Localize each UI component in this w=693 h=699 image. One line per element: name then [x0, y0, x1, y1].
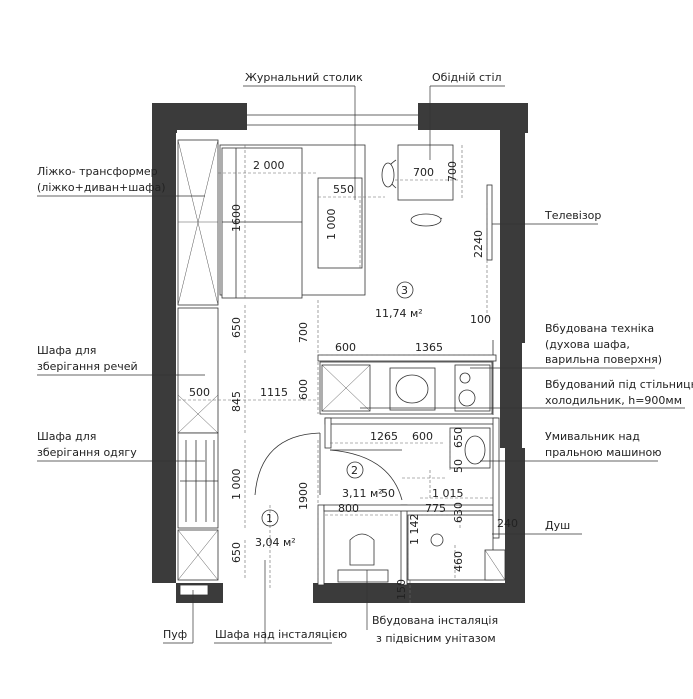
label-appliances-line2: (духова шафа,	[545, 338, 630, 351]
tv	[486, 184, 493, 261]
dim-600a: 600	[335, 341, 356, 354]
label-shower: Душ	[545, 519, 570, 532]
storage-wardrobe	[177, 307, 219, 434]
label-wc-line1: Вбудована інсталяція	[372, 614, 498, 627]
dim-50a: 50	[452, 459, 465, 473]
label-install-cabinet: Шафа над інсталяцією	[215, 628, 347, 641]
wall-right-mid	[500, 343, 522, 448]
partition-bath-top	[324, 417, 498, 425]
dim-700a: 700	[413, 166, 434, 179]
dim-700c: 700	[297, 322, 310, 343]
partition-bath-left2	[317, 504, 325, 586]
label-bed-line1: Ліжко- трансформер	[37, 165, 158, 178]
dim-700b: 700	[446, 161, 459, 182]
rooms: 3 11,74 м² 2 3,11 м² 1 3,04 м²	[255, 281, 423, 549]
wall-bottom-mid	[313, 583, 405, 603]
label-wardrobe2-line1: Шафа для	[37, 430, 96, 443]
dim-650a: 650	[230, 317, 243, 338]
dim-1600: 1600	[230, 204, 243, 232]
wall-right-lower	[505, 448, 525, 588]
dim-1900: 1900	[297, 482, 310, 510]
room-1-area: 3,04 м²	[255, 536, 296, 549]
label-wardrobe2-line2: зберігання одягу	[37, 446, 137, 459]
dim-775: 775	[425, 502, 446, 515]
label-coffee-table: Журнальний столик	[245, 71, 363, 84]
wc	[349, 533, 375, 566]
label-dining-table: Обідній стіл	[432, 71, 502, 84]
label-sink-line1: Умивальник над	[545, 430, 640, 443]
callout-labels: Журнальний столик Обідній стіл Ліжко- тр…	[37, 71, 693, 645]
label-appliances-line3: варильна поверхня)	[545, 353, 662, 366]
label-tv: Телевізор	[544, 209, 601, 222]
room-3-number: 3	[401, 284, 408, 297]
partition-bath-left	[324, 417, 332, 449]
dim-1015: 1 015	[432, 487, 464, 500]
dim-1000a: 1 000	[325, 209, 338, 241]
dim-100: 100	[470, 313, 491, 326]
dim-845: 845	[230, 391, 243, 412]
wall-top-left-seg	[177, 103, 247, 130]
wall-bottom-right	[405, 583, 525, 603]
label-pouf: Пуф	[163, 628, 187, 641]
dim-1142: 1 142	[408, 514, 421, 546]
label-fridge-line1: Вбудований під стільницю	[545, 378, 693, 391]
dim-630: 630	[452, 502, 465, 523]
dim-500: 500	[189, 386, 210, 399]
dim-550: 550	[333, 183, 354, 196]
label-fridge-line2: холодильник, h=900мм	[545, 394, 682, 407]
room-1-number: 1	[266, 512, 273, 525]
door-bath	[329, 449, 403, 501]
label-wardrobe1-line1: Шафа для	[37, 344, 96, 357]
dim-600c: 600	[412, 430, 433, 443]
leader-lines	[37, 85, 685, 644]
dim-240: 240	[497, 517, 518, 530]
label-wardrobe1-line2: зберігання речей	[37, 360, 138, 373]
dim-650c: 650	[230, 542, 243, 563]
clothes-wardrobe	[177, 432, 219, 529]
dim-2000: 2 000	[253, 159, 285, 172]
partition-wc	[400, 504, 408, 586]
label-bed-line2: (ліжко+диван+шафа)	[37, 181, 166, 194]
room-2-number: 2	[351, 464, 358, 477]
label-wc-line2: з підвісним унітазом	[376, 632, 496, 645]
dim-50b: 50	[381, 487, 395, 500]
dim-1365: 1365	[415, 341, 443, 354]
dim-600b: 600	[297, 379, 310, 400]
dim-1115: 1115	[260, 386, 288, 399]
partition-kitchen-top	[317, 354, 497, 362]
dimension-lines	[178, 145, 493, 605]
hangers	[180, 440, 218, 522]
walls	[152, 103, 528, 603]
label-sink-line2: пральною машиною	[545, 446, 662, 459]
label-appliances-line1: Вбудована техніка	[545, 322, 654, 335]
dining-table	[397, 144, 454, 201]
dim-1265: 1265	[370, 430, 398, 443]
door-entrance	[254, 432, 321, 496]
dim-650b: 650	[452, 427, 465, 448]
dim-2240: 2240	[472, 230, 485, 258]
dim-1000b: 1 000	[230, 469, 243, 501]
room-2-area: 3,11 м²	[342, 487, 383, 500]
dim-800: 800	[338, 502, 359, 515]
wc-install	[337, 569, 389, 583]
furniture	[177, 139, 506, 596]
dimension-texts: 2 000 550 1 000 700 700 1600 2240 100 65…	[189, 159, 518, 600]
dim-460: 460	[452, 551, 465, 572]
wall-left	[152, 103, 176, 583]
pouf	[179, 584, 209, 596]
wall-right-upper	[500, 103, 525, 343]
room-3-area: 11,74 м²	[375, 307, 423, 320]
dim-150: 150	[395, 579, 408, 600]
partition-shower	[492, 417, 500, 539]
